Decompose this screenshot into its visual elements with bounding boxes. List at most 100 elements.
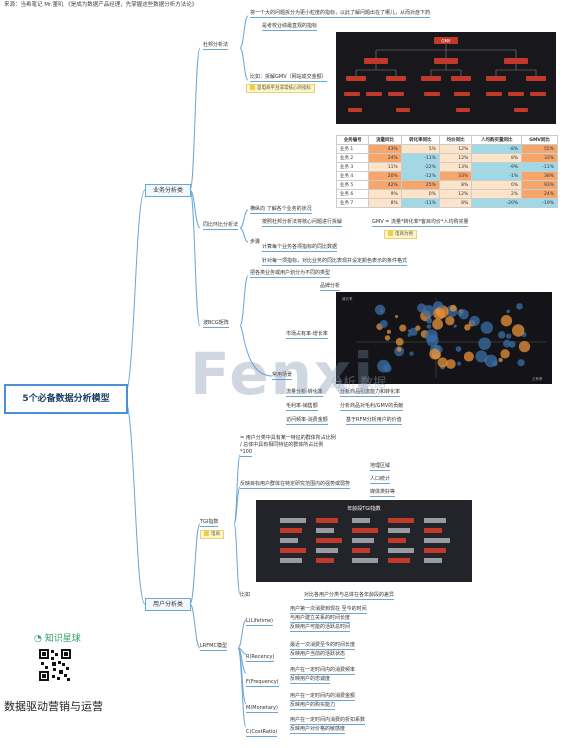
tgi-ex-text: 对比各用户分类与总体在各年龄段的差异 <box>304 592 395 600</box>
table-cell: 5% <box>400 144 440 154</box>
table-row-label: 业务 1 <box>335 144 370 154</box>
table-cell: 20% <box>368 171 402 181</box>
tgi-formula2: / 总体中具有相同特征的群体所占比例 <box>240 442 324 448</box>
tgi-bar <box>280 548 306 553</box>
dupont-desc: 将一个大的问题拆分为更小粒度的指标，以此了解问题出在了哪儿，从而对症下药 <box>250 10 431 18</box>
table-cell: 24% <box>368 153 402 163</box>
mom-step-label: 步骤 <box>250 239 261 245</box>
branch-business[interactable]: 业务分析类 <box>145 184 191 197</box>
mom-l2b: GMV = 流量*转化率*客目均价*人均购买量 <box>372 219 469 227</box>
bubble-point <box>417 303 427 313</box>
table-cell: 33% <box>438 171 473 181</box>
tgi-d1: 地理区域 <box>370 463 391 471</box>
table-cell: 9% <box>368 189 402 199</box>
tree-title: GMV <box>441 39 451 44</box>
bcg-bubble-chart: 增长率 占有率 <box>336 292 552 384</box>
bubble-point <box>399 324 407 332</box>
table-cell: 12% <box>438 189 473 199</box>
bubble-point <box>508 340 516 348</box>
bcg-l5: 流量分析-转化率 <box>286 389 323 397</box>
tgi-bar <box>316 538 342 543</box>
table-cell: 93% <box>521 180 558 190</box>
tgi-example: 比如 <box>240 592 251 598</box>
bubble-point <box>432 318 444 330</box>
tgi-bar <box>352 518 370 523</box>
lrfmc-key[interactable]: C(CostRatio) <box>246 729 278 737</box>
lrfmc-key[interactable]: F(Frequency) <box>246 679 279 687</box>
table-header-cell: 流量同比 <box>368 135 402 145</box>
table-cell: 2% <box>471 189 523 199</box>
tgi-chart-title: 年龄段TGI指数 <box>347 505 380 512</box>
bubble-point <box>384 335 391 341</box>
table-cell: -1% <box>471 171 523 181</box>
bubble-point <box>396 346 402 352</box>
bubble-point <box>445 359 456 369</box>
table-row-label: 业务 4 <box>335 171 370 181</box>
bubble-point <box>464 324 471 331</box>
tgi-label[interactable]: TGI指数 <box>200 519 219 527</box>
tgi-bar <box>280 538 298 543</box>
note-icon <box>250 85 255 90</box>
table-cell: 8% <box>368 198 402 208</box>
tree-node-conversion <box>434 58 458 64</box>
table-cell: 8% <box>438 180 473 190</box>
root-node[interactable]: 5个必备数据分析模型 <box>4 384 128 414</box>
table-cell: 25% <box>400 180 440 190</box>
lrfmc-detail: 反映用户的购买能力 <box>290 702 336 710</box>
watermark: Fenxi <box>190 340 376 408</box>
bcg-l4: 常用场景 <box>272 372 293 380</box>
mom-l3: 计算每个业务各项指标的同比数据 <box>262 244 338 252</box>
tgi-bar <box>388 538 406 543</box>
note-icon <box>204 531 209 536</box>
table-header-cell: 人均购买量同比 <box>471 135 523 145</box>
table-cell: -11% <box>521 162 558 172</box>
tree-node-traffic <box>364 58 388 64</box>
tgi-bar <box>352 528 378 533</box>
bubble-point <box>469 315 480 327</box>
bubble-ylabel: 增长率 <box>342 296 353 301</box>
tree-node-gmv <box>434 37 458 44</box>
bcg-l7b: 基于RFM分析用户的价值 <box>346 417 402 425</box>
table-cell: 13% <box>438 162 473 172</box>
bcg-l6: 毛利率-销售额 <box>286 403 318 411</box>
bcg-label[interactable]: 波BCG矩阵 <box>203 320 229 328</box>
tree-node-price <box>504 58 528 64</box>
tgi-formula1: = 用户分类中具有某一特征的群体所占比例 <box>240 435 336 441</box>
lrfmc-key[interactable]: L(Lifetime) <box>246 618 273 626</box>
table-cell: -11% <box>400 198 440 208</box>
bubble-point <box>453 324 457 328</box>
lrfmc-detail: 用户在一定时间内的消费频率 <box>290 667 356 675</box>
note-icon <box>388 231 393 236</box>
table-header-cell: GMV同比 <box>521 135 558 145</box>
bcg-l2: 品牌分析 <box>320 283 341 291</box>
lrfmc-key[interactable]: M(Monetary) <box>246 705 278 713</box>
branch-user[interactable]: 用户分析类 <box>145 598 191 611</box>
bubble-point <box>383 363 392 373</box>
mom-l4: 针对每一项指标，对比业务的同比表现并设定颜色表示的条件格式 <box>262 258 408 266</box>
bubble-point <box>492 360 498 367</box>
table-cell: 8% <box>471 153 523 163</box>
mom-label[interactable]: 同比环比分析法 <box>203 222 239 230</box>
table-cell: -20% <box>471 198 523 208</box>
bubble-point <box>407 329 412 333</box>
bubble-point <box>394 315 399 319</box>
lrfmc-key[interactable]: R(Recency) <box>246 654 275 662</box>
bubble-point <box>449 304 457 312</box>
bubble-point <box>409 327 418 336</box>
tgi-bar-svg: 年龄段TGI指数 <box>280 505 450 563</box>
dupont-note: 是电商平台非常核心的指标 <box>246 84 315 93</box>
lrfmc-label[interactable]: LRFMC模型 <box>200 643 227 651</box>
bubble-point <box>426 317 433 324</box>
bubble-point <box>500 349 510 359</box>
tgi-d3: 媒体类好等 <box>370 489 396 497</box>
tgi-bar <box>352 558 378 563</box>
bubble-point <box>498 331 506 339</box>
table-cell: 33% <box>521 153 558 163</box>
tgi-bar <box>316 558 334 563</box>
dupont-label[interactable]: 杜邦分析法 <box>203 42 229 50</box>
bubble-point <box>445 316 455 326</box>
